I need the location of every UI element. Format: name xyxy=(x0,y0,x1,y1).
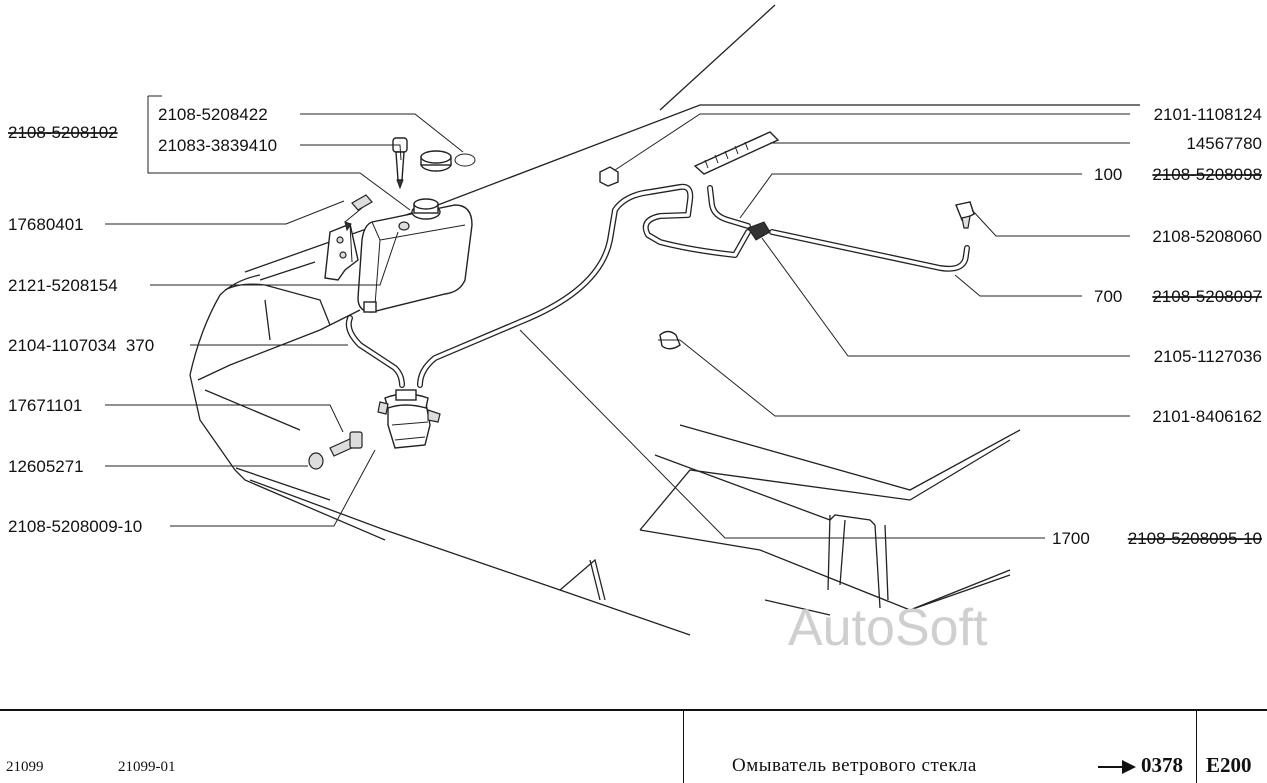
diagram-title: Омыватель ветрового стекла xyxy=(732,755,977,776)
reservoir-bracket xyxy=(324,223,359,281)
title-block: 21099 21099-01 Омыватель ветрового стекл… xyxy=(0,709,1267,783)
page-reference[interactable]: 0378 xyxy=(1141,753,1183,777)
qty-700: 700 xyxy=(1094,287,1122,306)
spray-nozzle xyxy=(955,201,975,229)
qty-100: 100 xyxy=(1094,165,1122,184)
label-21083-3839410[interactable]: 21083-3839410 xyxy=(158,136,277,155)
tee-connector xyxy=(747,221,771,241)
label-17680401[interactable]: 17680401 xyxy=(8,215,84,234)
washer-pump xyxy=(377,389,441,449)
model-code-1: 21099 xyxy=(6,759,44,775)
title-block-top-rule xyxy=(0,709,1267,711)
label-2108-5208098[interactable]: 2108-5208098 xyxy=(1152,165,1262,184)
label-17671101[interactable]: 17671101 xyxy=(8,396,82,415)
label-2108-5208060[interactable]: 2108-5208060 xyxy=(1152,227,1262,246)
label-2101-1108124[interactable]: 2101-1108124 xyxy=(1154,105,1262,124)
section-code: E200 xyxy=(1206,753,1252,777)
title-block-divider-2 xyxy=(1196,709,1197,783)
watermark: AutoSoft xyxy=(788,599,988,657)
label-2104-1107034[interactable]: 2104-1107034 370 xyxy=(8,336,154,355)
right-arrow-icon xyxy=(1098,760,1136,774)
car-body-outline xyxy=(189,4,1140,636)
wiper-nozzle-assembly xyxy=(693,131,780,175)
model-code-2: 21099-01 xyxy=(118,759,176,775)
pump-screw-and-washer xyxy=(308,431,363,470)
label-14567780[interactable]: 14567780 xyxy=(1186,134,1262,153)
label-2108-5208422[interactable]: 2108-5208422 xyxy=(158,105,268,124)
reservoir-cap xyxy=(420,150,476,172)
label-2108-5208097[interactable]: 2108-5208097 xyxy=(1152,287,1262,306)
hose-clip xyxy=(658,330,681,350)
label-2105-1127036[interactable]: 2105-1127036 xyxy=(1154,347,1262,366)
leader-lines xyxy=(105,95,1130,539)
label-12605271[interactable]: 12605271 xyxy=(8,457,84,476)
label-2101-8406162[interactable]: 2101-8406162 xyxy=(1152,407,1262,426)
washer-reservoir xyxy=(357,198,473,313)
qty-1700: 1700 xyxy=(1052,529,1090,548)
label-2121-5208154[interactable]: 2121-5208154 xyxy=(8,276,118,295)
part-labels: 2108-5208422 21083-3839410 2108-5208102 … xyxy=(8,105,1262,548)
title-block-divider-1 xyxy=(683,709,684,783)
label-2108-5208009-10[interactable]: 2108-5208009-10 xyxy=(8,517,142,536)
nut-part xyxy=(599,166,619,187)
label-2108-5208095-10[interactable]: 2108-5208095-10 xyxy=(1128,529,1262,548)
bracket-screw xyxy=(344,194,373,232)
washer-hoses xyxy=(345,183,970,388)
label-2108-5208102[interactable]: 2108-5208102 xyxy=(8,123,118,142)
